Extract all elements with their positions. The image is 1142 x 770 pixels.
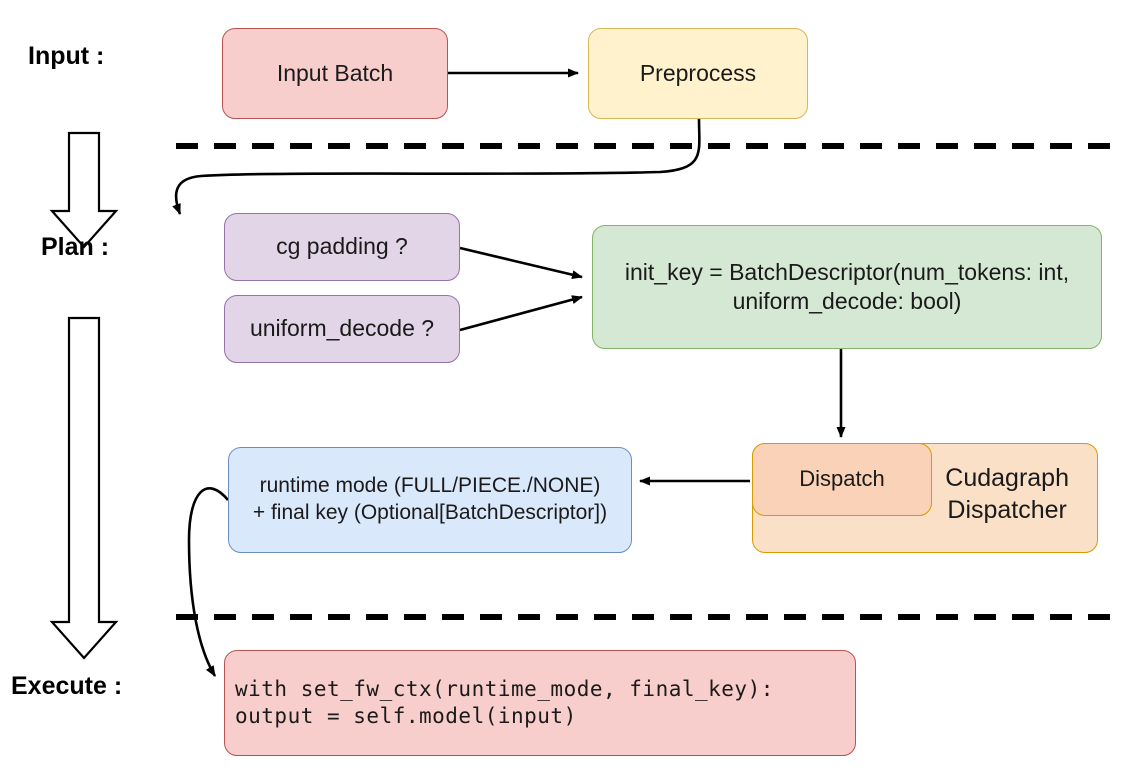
edge-uniform-decode-to-batch-descriptor [459,295,583,332]
node-cg-padding-label: cg padding ? [276,233,408,260]
node-dispatch[interactable]: Dispatch [752,443,932,516]
node-dispatch-label: Dispatch [799,466,885,492]
node-code-block[interactable]: with set_fw_ctx(runtime_mode, final_key)… [224,650,856,756]
node-batch-descriptor[interactable]: init_key = BatchDescriptor(num_tokens: i… [592,225,1102,349]
stage-label-plan: Plan : [41,233,110,261]
node-code-block-label: with set_fw_ctx(runtime_mode, final_key)… [235,677,774,728]
stage-label-execute: Execute : [11,672,123,700]
node-input-batch[interactable]: Input Batch [222,28,448,119]
plan-to-execute-arrow [49,316,119,660]
node-uniform-decode[interactable]: uniform_decode ? [224,295,460,363]
node-cudagraph-dispatcher-label: Cudagraph Dispatcher [945,464,1069,524]
edge-cg-padding-to-batch-descriptor [459,246,583,280]
node-runtime-mode[interactable]: runtime mode (FULL/PIECE./NONE) + final … [228,447,632,553]
node-input-batch-label: Input Batch [276,59,394,86]
input-to-plan-arrow [49,131,119,249]
stage-label-input: Input : [28,42,105,70]
node-preprocess-label: Preprocess [639,59,757,86]
node-runtime-mode-label: runtime mode (FULL/PIECE./NONE) + final … [252,474,608,524]
node-preprocess[interactable]: Preprocess [588,28,808,119]
edge-preprocess-to-cg-padding [172,118,701,215]
node-batch-descriptor-label: init_key = BatchDescriptor(num_tokens: i… [624,258,1070,314]
edge-runtime-mode-to-code-block [187,487,229,677]
node-cg-padding[interactable]: cg padding ? [224,213,460,281]
node-uniform-decode-label: uniform_decode ? [249,315,435,342]
